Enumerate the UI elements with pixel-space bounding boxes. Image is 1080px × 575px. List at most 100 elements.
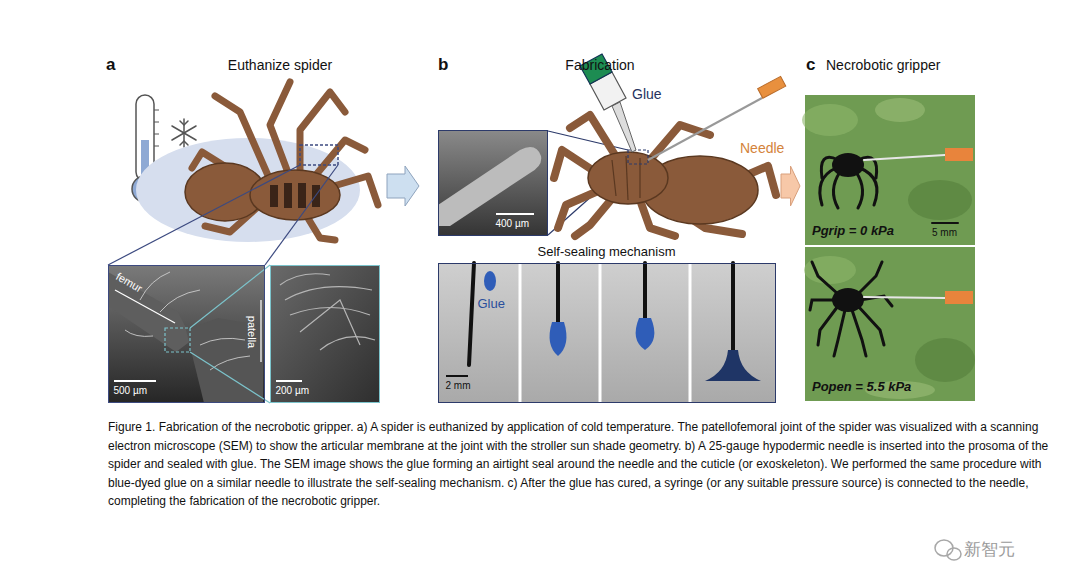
gripping-spider	[832, 153, 864, 177]
grass-photo	[908, 180, 972, 220]
open-spider	[858, 306, 884, 345]
sem-inset: 400 µm	[438, 130, 548, 236]
watermark-icon	[935, 540, 961, 560]
pressure-label: Popen = 5.5 kPa	[812, 380, 911, 395]
gripping-spider	[820, 148, 973, 223]
scale-bar-label: 5 mm	[932, 227, 957, 239]
panel-title: Fabrication	[565, 57, 634, 73]
spider-body	[298, 183, 306, 208]
watermark: 新智元	[964, 540, 1015, 560]
gripping-spider	[864, 155, 945, 160]
panel-letter: c	[806, 55, 815, 75]
scale-bar-label: 500 µm	[114, 385, 148, 397]
figure-panel: c Necrobotic gripperPgrip = 0 kPa 5 mm Pope…	[801, 48, 978, 408]
photo-inset: Self-sealing mechanismGlue2 mm	[438, 263, 776, 403]
sem-inset: 200 µm	[270, 265, 380, 403]
sem-membrane-image	[320, 337, 375, 350]
part-label: Glue	[632, 86, 662, 102]
scale-bar-label: 400 µm	[496, 218, 530, 230]
zoom-leader-line	[190, 265, 270, 403]
thermometer-icon	[154, 122, 159, 123]
grass-photo	[802, 95, 975, 401]
gripping-spider	[860, 168, 877, 205]
self-sealing-photos	[484, 271, 496, 291]
snowflake-icon	[172, 126, 196, 140]
thermometer-icon	[154, 146, 159, 147]
self-sealing-photos	[519, 263, 522, 403]
sem-joint-image	[200, 338, 245, 345]
figure-caption: Figure 1. Fabrication of the necrobotic …	[108, 418, 1053, 511]
hypodermic-needle	[758, 76, 786, 98]
part-label: patella	[245, 315, 258, 347]
scale-bar-label: 200 µm	[276, 385, 310, 397]
thermometer-icon	[154, 110, 159, 111]
figure-panel: bFabrication400 µmSelf-sealing mechanism…	[420, 48, 780, 408]
sem-membrane-image	[276, 380, 302, 382]
spider-body	[270, 185, 278, 207]
zoom-leader-line	[265, 165, 338, 265]
self-sealing-photos	[599, 263, 602, 403]
self-sealing-photos	[469, 263, 474, 365]
sem-joint-image	[114, 380, 156, 382]
panel-letter: b	[438, 55, 448, 75]
photo-inset: Pgrip = 0 kPa 5 mm	[805, 95, 975, 245]
sem-needle-image	[438, 130, 548, 236]
sem-inset: femurpatella500 µm	[108, 265, 265, 403]
block-arrow	[781, 166, 800, 206]
spider-legs	[554, 115, 776, 236]
open-spider	[945, 291, 973, 304]
zoom-leader-line	[190, 352, 270, 403]
sem-needle-image	[438, 130, 548, 236]
sem-joint-image	[115, 290, 175, 323]
sem-joint-image	[108, 265, 265, 403]
watermark-icon	[935, 540, 953, 556]
grass-photo	[804, 256, 856, 284]
grass-photo	[805, 247, 975, 401]
open-spider	[834, 310, 845, 356]
sem-membrane-image	[300, 300, 360, 345]
self-sealing-photos	[446, 375, 468, 377]
self-sealing-photos	[520, 263, 690, 403]
watermark-icon	[947, 548, 961, 560]
part-label: Needle	[740, 140, 784, 156]
part-label: Glue	[478, 297, 505, 312]
panel-title: Euthanize spider	[228, 57, 332, 73]
grass-photo	[875, 98, 925, 122]
zoom-box	[300, 145, 338, 165]
block-arrow	[387, 166, 419, 206]
sem-joint-image	[165, 328, 190, 352]
open-spider	[852, 310, 866, 356]
zoom-box	[628, 150, 648, 164]
panel-letter: a	[106, 55, 115, 75]
snowflake-icon	[180, 121, 188, 125]
glue-bottle	[612, 102, 636, 152]
gripping-spider	[833, 172, 840, 208]
sem-joint-image	[108, 265, 265, 403]
pressure-label: Pgrip = 0 kPa	[812, 224, 894, 239]
panel-title: Necrobotic gripper	[826, 57, 940, 73]
sem-joint-image	[260, 300, 261, 362]
self-sealing-photos	[438, 263, 776, 403]
hypodermic-needle	[648, 76, 786, 160]
grass-photo	[802, 104, 858, 136]
open-spider	[832, 288, 864, 312]
self-sealing-photos	[689, 263, 692, 403]
zoom-leader-line	[108, 165, 300, 265]
sem-joint-image	[125, 272, 250, 370]
snowflake-icon	[180, 141, 188, 145]
spider-upside-down	[270, 82, 290, 178]
self-sealing-photos	[438, 263, 776, 403]
scale-bar-label: 2 mm	[446, 380, 471, 392]
zoom-leader-line	[108, 165, 338, 265]
sem-membrane-image	[270, 265, 380, 403]
sem-needle-image	[496, 213, 534, 215]
self-sealing-photos	[556, 263, 560, 330]
grass-photo	[915, 338, 975, 382]
snowflake-icon	[172, 119, 196, 147]
sem-membrane-image	[280, 274, 330, 285]
self-sealing-photos	[550, 322, 567, 356]
spider-body	[284, 183, 292, 208]
photo-inset: Popen = 5.5 kPa	[805, 247, 975, 401]
self-sealing-photos	[636, 318, 655, 350]
